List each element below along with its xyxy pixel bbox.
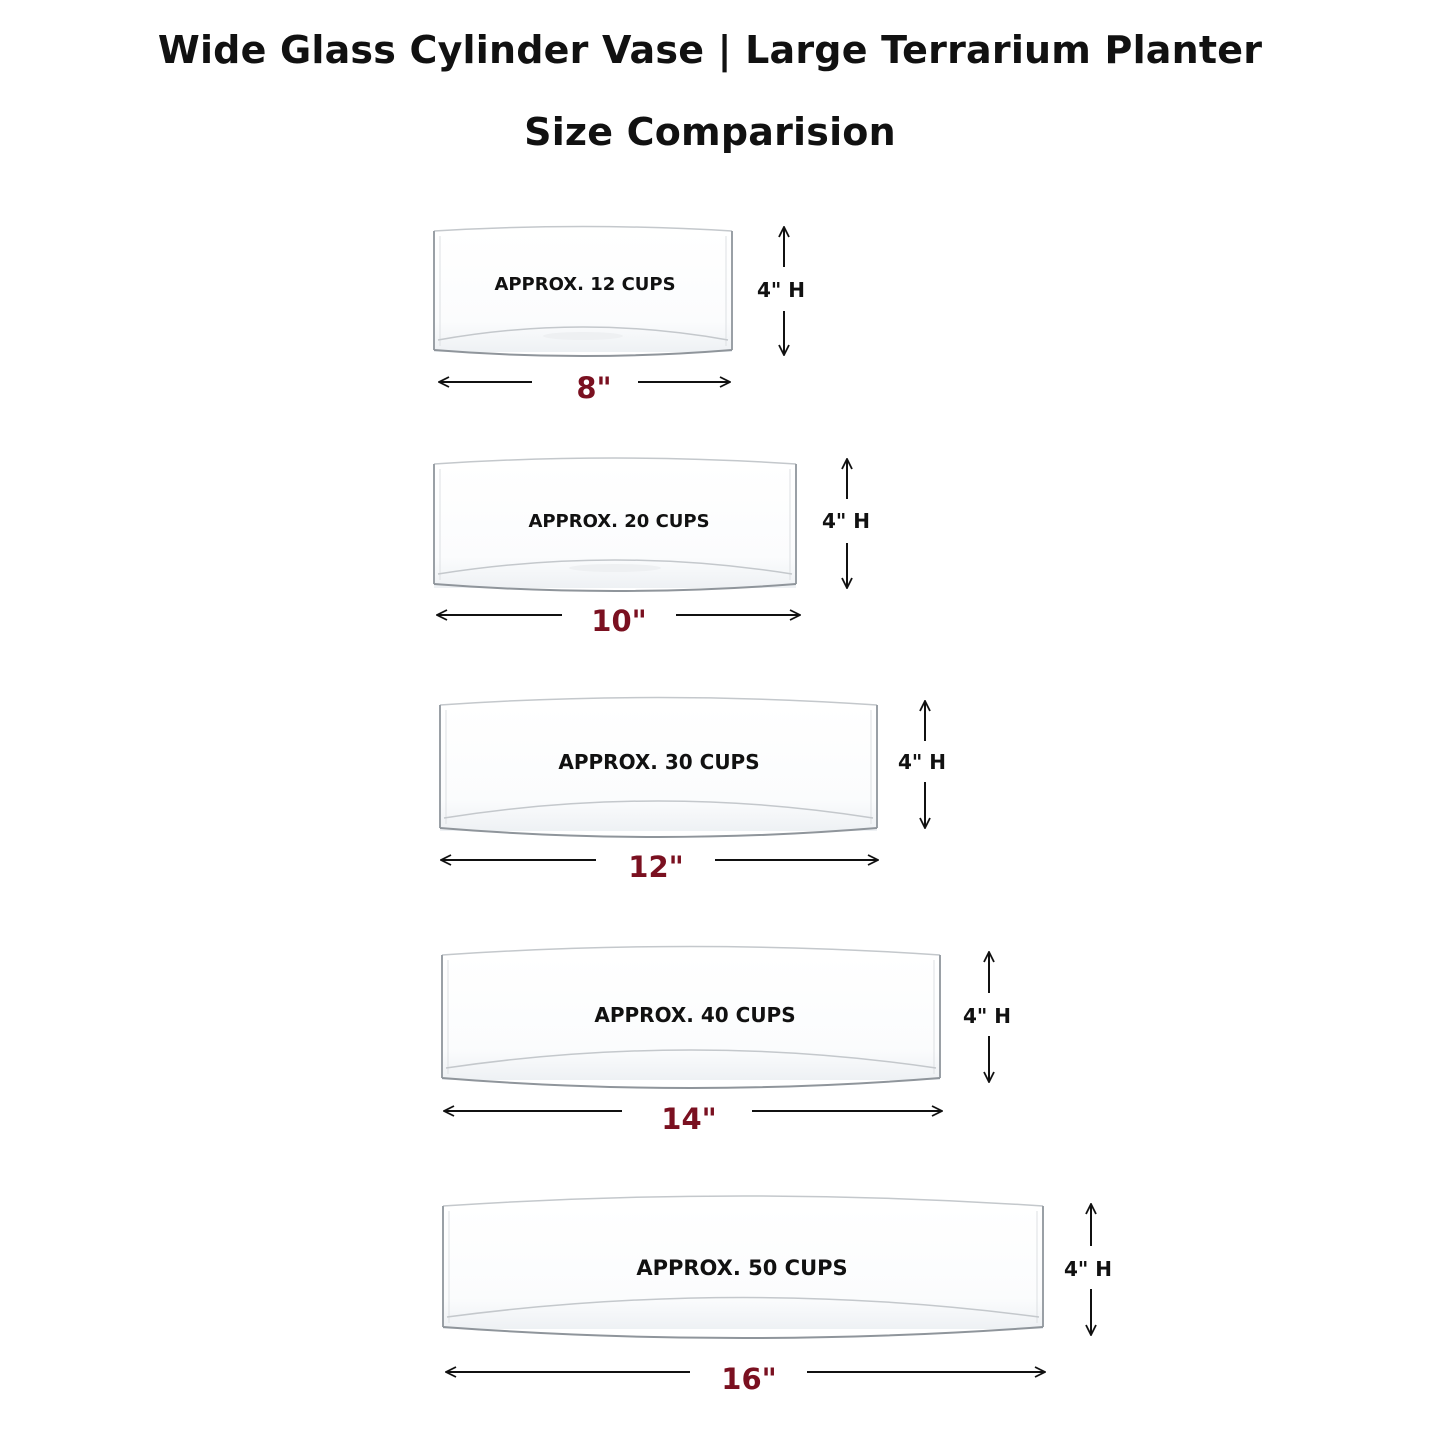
glass-cylinder-12 (439, 696, 878, 838)
vase-10-inch: APPROX. 20 CUPS 10" 4" H (433, 457, 870, 638)
page-subtitle: Size Comparision (524, 110, 896, 154)
width-label: 16" (721, 1362, 776, 1396)
height-label: 4" H (963, 1004, 1011, 1028)
vase-8-inch: APPROX. 12 CUPS 8" 4" H (433, 225, 805, 405)
width-label: 12" (628, 850, 683, 884)
width-label: 8" (576, 371, 611, 405)
glass-cylinder-10 (433, 457, 797, 592)
vase-12-inch: APPROX. 30 CUPS 12" 4" H (439, 696, 946, 884)
glass-cylinder-8 (433, 225, 733, 357)
glass-cylinder-14 (441, 945, 941, 1089)
vase-16-inch: APPROX. 50 CUPS 16" 4" H (442, 1195, 1112, 1396)
width-label: 10" (591, 604, 646, 638)
capacity-label: APPROX. 40 CUPS (594, 1003, 795, 1027)
height-label: 4" H (822, 509, 870, 533)
height-label: 4" H (898, 750, 946, 774)
capacity-label: APPROX. 50 CUPS (636, 1256, 847, 1280)
page-title: Wide Glass Cylinder Vase | Large Terrari… (157, 28, 1263, 72)
glass-cylinder-16 (442, 1195, 1044, 1339)
width-label: 14" (661, 1102, 716, 1136)
height-label: 4" H (1064, 1257, 1112, 1281)
vase-14-inch: APPROX. 40 CUPS 14" 4" H (441, 945, 1011, 1136)
height-label: 4" H (757, 278, 805, 302)
capacity-label: APPROX. 20 CUPS (528, 511, 709, 532)
capacity-label: APPROX. 12 CUPS (494, 274, 675, 295)
capacity-label: APPROX. 30 CUPS (558, 750, 759, 774)
